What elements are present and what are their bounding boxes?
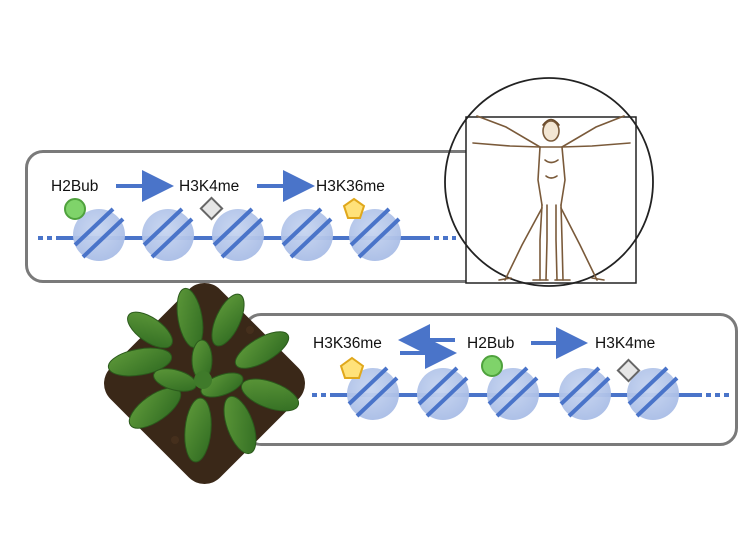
top-label-h2bub: H2Bub xyxy=(51,178,99,195)
nucleosome xyxy=(627,366,679,420)
bottom-label-h3k4me: H3K4me xyxy=(595,335,656,352)
top-label-h3k36me: H3K36me xyxy=(316,178,385,195)
nucleosome xyxy=(347,366,399,420)
nucleosome xyxy=(142,207,194,261)
nucleosome xyxy=(73,207,125,261)
nucleosome xyxy=(559,366,611,420)
nucleosome xyxy=(281,207,333,261)
nucleosome xyxy=(349,207,401,261)
top-nucleosomes xyxy=(73,207,401,261)
vitruvian-man-icon xyxy=(444,77,654,287)
nucleosome xyxy=(487,366,539,420)
h2bub-marker-icon xyxy=(64,198,86,220)
bottom-label-h2bub: H2Bub xyxy=(467,335,515,352)
arabidopsis-rosette-icon xyxy=(104,283,305,484)
h3k36me-marker-icon xyxy=(339,356,365,379)
nucleosome xyxy=(417,366,469,420)
h3k4me-marker-icon xyxy=(199,196,224,221)
nucleosome xyxy=(212,207,264,261)
h3k36me-marker-icon xyxy=(342,197,366,219)
bottom-nucleosomes xyxy=(347,366,679,420)
h3k4me-marker-icon xyxy=(616,358,641,383)
h2bub-marker-icon xyxy=(481,355,503,377)
bottom-label-h3k36me: H3K36me xyxy=(313,335,382,352)
top-label-h3k4me: H3K4me xyxy=(179,178,240,195)
